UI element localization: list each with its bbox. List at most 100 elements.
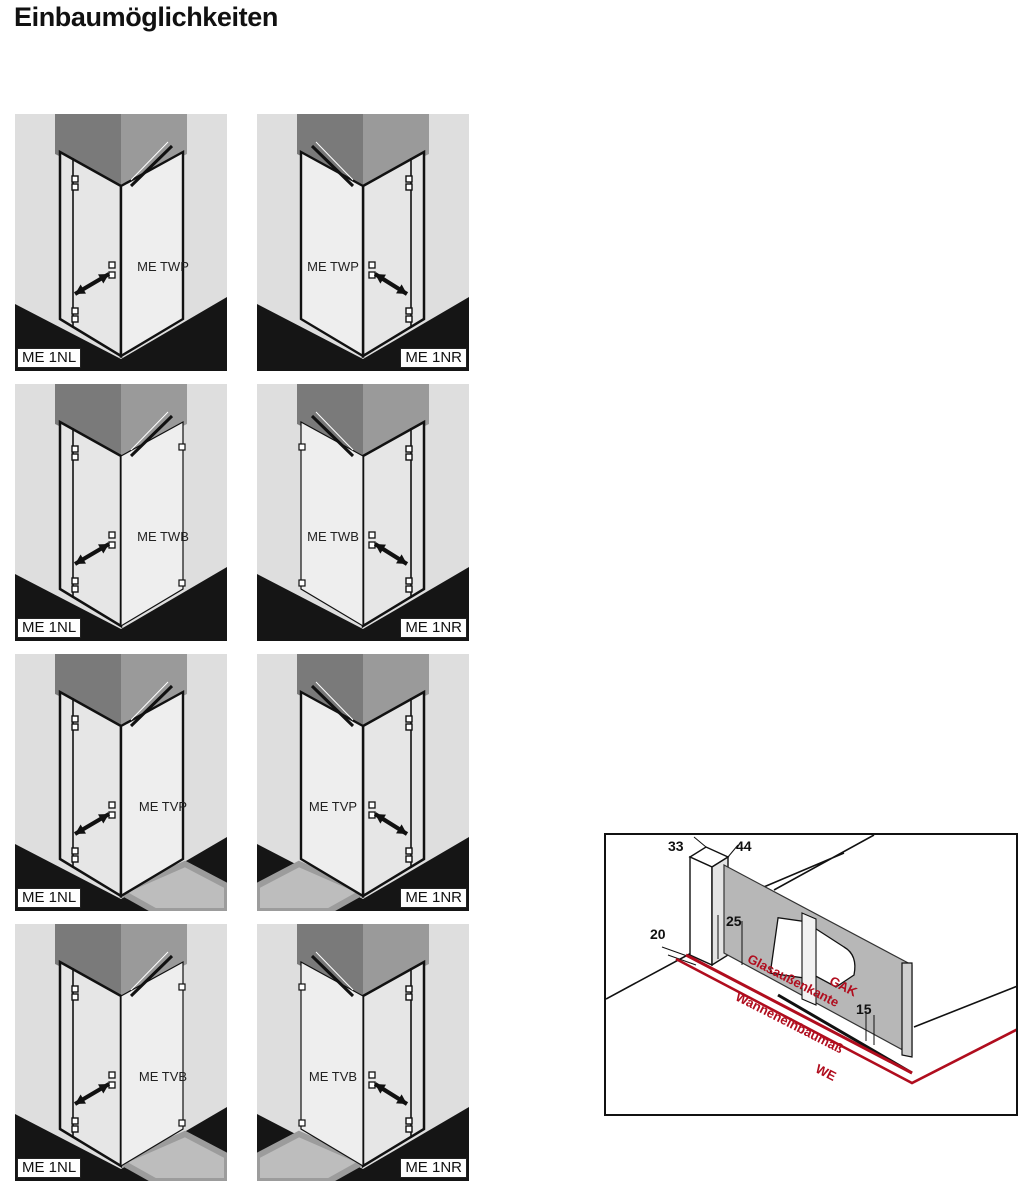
hinge-axis — [801, 912, 817, 1006]
shower-enclosure-drawing — [257, 384, 469, 641]
hinge-icon — [71, 453, 79, 461]
hinge-icon — [71, 985, 79, 993]
hinge-icon — [71, 445, 79, 453]
wall-bracket-icon — [298, 983, 306, 991]
shower-enclosure-drawing — [257, 114, 469, 371]
dim-25-label: 25 — [726, 913, 742, 929]
wall-shadow — [121, 384, 187, 456]
dim-15 — [865, 1011, 875, 1045]
hinge-icon — [71, 855, 79, 863]
handle-icon — [108, 801, 116, 809]
handle-icon — [108, 1081, 116, 1089]
arrow-head — [375, 1084, 386, 1094]
arrow-head — [98, 1084, 109, 1094]
hinge-icon — [71, 1117, 79, 1125]
stabilizer-highlight — [130, 681, 169, 721]
door-panel — [361, 689, 426, 899]
hinge-icon — [405, 723, 413, 731]
wall-shadow — [121, 114, 187, 186]
stabilizer-bar — [310, 144, 355, 188]
hinge-icon — [71, 315, 79, 323]
shower-enclosure-drawing — [15, 114, 227, 371]
stabilizer-highlight — [315, 681, 354, 721]
hinge-icon — [71, 847, 79, 855]
hinge-icon — [405, 585, 413, 593]
room-outline-right — [913, 985, 1016, 1028]
hinge-icon — [405, 315, 413, 323]
glass-edge-line — [685, 953, 913, 1075]
dim-20 — [661, 946, 697, 966]
door-panel — [361, 149, 426, 359]
floor-shadow-right — [121, 567, 227, 641]
hinge-icon — [71, 183, 79, 191]
hinge-icon — [71, 175, 79, 183]
arrow-head — [396, 824, 407, 834]
handle-icon — [368, 531, 376, 539]
shower-tray — [114, 1130, 227, 1181]
wall-bracket-icon — [178, 443, 186, 451]
stabilizer-highlight — [315, 411, 354, 451]
hinge-icon — [71, 307, 79, 315]
arrow-head — [98, 274, 109, 284]
hinge-icon — [405, 577, 413, 585]
dim-44: 44 — [736, 838, 752, 854]
hinge-icon — [405, 1125, 413, 1133]
arrow-head — [98, 814, 109, 824]
arrow-head — [375, 274, 386, 284]
stabilizer-bar — [310, 684, 355, 728]
wall-bracket-icon — [178, 983, 186, 991]
hinge-icon — [405, 175, 413, 183]
floor-shadow-left — [257, 574, 363, 641]
arrow-head — [396, 284, 407, 294]
hinge-body — [809, 923, 856, 988]
wall-bracket-icon — [298, 579, 306, 587]
dim-20-label: 20 — [650, 926, 666, 942]
hinge-icon — [405, 307, 413, 315]
hinge-icon — [71, 715, 79, 723]
floor-shadow-right — [121, 297, 227, 371]
shower-enclosure-drawing — [15, 654, 227, 911]
side-panel-label: ME TWP — [137, 259, 189, 274]
handle-icon — [108, 271, 116, 279]
wall-shadow — [363, 384, 429, 456]
dim-33: 33 — [668, 838, 684, 854]
hinge-icon — [405, 855, 413, 863]
glass-edge — [901, 962, 913, 1058]
hinge-icon — [405, 847, 413, 855]
stabilizer-bar — [310, 414, 355, 458]
variant-label: ME 1NL — [17, 348, 82, 368]
handle-icon — [368, 801, 376, 809]
handle-icon — [108, 1071, 116, 1079]
stabilizer-highlight — [130, 411, 169, 451]
profile-front — [689, 855, 713, 967]
arrow-head — [75, 1094, 86, 1104]
handle-icon — [108, 541, 116, 549]
hinge-icon — [71, 585, 79, 593]
wall-shadow — [363, 924, 429, 996]
side-panel-label: ME TWB — [307, 529, 359, 544]
wall-shadow — [363, 114, 429, 186]
variant-label: ME 1NR — [400, 1158, 467, 1178]
hinge-icon — [405, 183, 413, 191]
dim-25 — [717, 915, 743, 965]
door-panel — [361, 959, 426, 1169]
wall-bracket-icon — [298, 443, 306, 451]
handle-icon — [368, 1071, 376, 1079]
wall-shadow — [121, 654, 187, 726]
stabilizer-highlight — [315, 951, 354, 991]
dim-15-label: 15 — [856, 1001, 872, 1017]
tray-dim-line — [675, 957, 1016, 1085]
hinge-icon — [71, 993, 79, 1001]
handle-icon — [368, 261, 376, 269]
hinge-icon — [405, 453, 413, 461]
hinge-icon — [405, 985, 413, 993]
door-panel — [58, 419, 123, 629]
stabilizer-bar — [129, 414, 174, 458]
hinge-icon — [405, 993, 413, 1001]
side-panel — [120, 420, 184, 628]
